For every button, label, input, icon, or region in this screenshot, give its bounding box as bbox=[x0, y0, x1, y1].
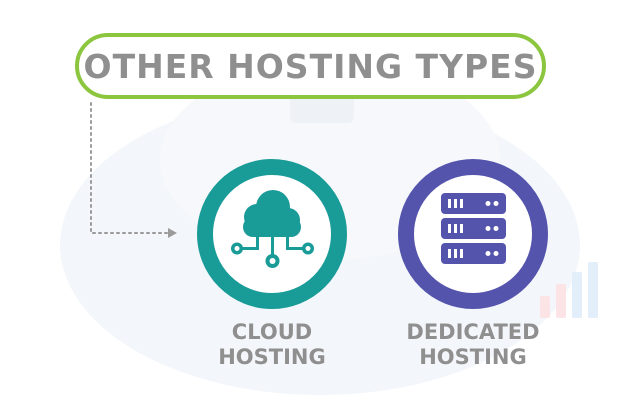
diagram-title: OTHER HOSTING TYPES bbox=[83, 46, 538, 86]
cloud-hosting-label: CLOUD HOSTING bbox=[197, 320, 347, 370]
cloud-hosting-circle bbox=[197, 159, 347, 309]
decorative-bar bbox=[572, 272, 582, 318]
decorative-bar bbox=[556, 284, 566, 318]
cloud-hosting-label-line2: HOSTING bbox=[218, 345, 326, 369]
title-tab bbox=[290, 99, 354, 123]
dedicated-hosting-label-line1: DEDICATED bbox=[406, 320, 540, 344]
cloud-hosting-label-line1: CLOUD bbox=[231, 320, 313, 344]
title-pill: OTHER HOSTING TYPES bbox=[75, 33, 546, 99]
dedicated-hosting-circle bbox=[398, 159, 548, 309]
decorative-bar bbox=[588, 262, 598, 318]
decorative-bar bbox=[540, 296, 550, 318]
cloud-network-icon bbox=[231, 190, 314, 268]
dedicated-hosting-label-line2: HOSTING bbox=[419, 345, 527, 369]
dedicated-hosting-label: DEDICATED HOSTING bbox=[393, 320, 553, 370]
server-rack-icon bbox=[441, 193, 506, 264]
